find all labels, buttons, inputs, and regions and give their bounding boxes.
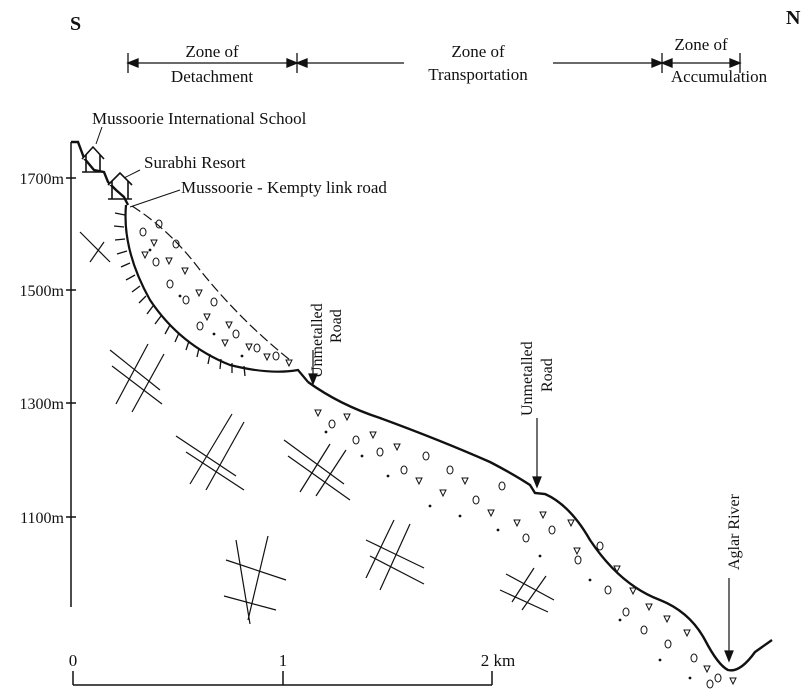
- road2-label-line1: Unmetalled: [519, 341, 536, 416]
- elevation-1500: 1500m: [20, 283, 65, 300]
- scarp-hachures: [113, 212, 246, 377]
- river-pointer-arrow: [724, 578, 734, 663]
- scale-tick-2: 2 km: [481, 651, 515, 670]
- zone-accumulation-line2: Accumulation: [671, 67, 768, 86]
- zone-transportation-line1: Zone of: [451, 42, 505, 61]
- road2-pointer-arrow: [532, 418, 542, 489]
- debris-dots: [148, 248, 692, 680]
- zone-arrows: [126, 53, 742, 73]
- debris-deposit: [139, 219, 737, 689]
- road1-pointer-arrow: [308, 350, 318, 386]
- road1-label-line2: Road: [328, 309, 345, 343]
- scale-bar: [72, 671, 493, 686]
- zone-transportation-line2: Transportation: [428, 65, 528, 84]
- north-label: N: [786, 7, 801, 29]
- bedrock-joints: [79, 231, 555, 625]
- elevation-1300: 1300m: [20, 396, 65, 413]
- elevation-1700: 1700m: [20, 171, 65, 188]
- south-label: S: [70, 13, 81, 35]
- zone-accumulation-line1: Zone of: [674, 35, 728, 54]
- road1-label-line1: Unmetalled: [309, 303, 326, 378]
- scale-tick-1: 1: [279, 651, 288, 670]
- school-label: Mussoorie International School: [92, 109, 307, 128]
- resort-label: Surabhi Resort: [144, 153, 246, 172]
- link-road-label: Mussoorie - Kempty link road: [181, 178, 387, 197]
- road2-label-line2: Road: [539, 358, 556, 392]
- slip-surface: [124, 204, 309, 383]
- ground-profile: [71, 140, 773, 672]
- school-building-icon: [81, 145, 105, 173]
- scale-tick-0: 0: [69, 651, 78, 670]
- leader-lines: [95, 126, 181, 208]
- elevation-1100: 1100m: [20, 510, 64, 527]
- resort-building-icon: [107, 171, 133, 200]
- zone-detachment-line2: Detachment: [171, 67, 253, 86]
- elevation-axis: [66, 142, 76, 607]
- zone-detachment-line1: Zone of: [185, 42, 239, 61]
- slide-mass-top: [131, 205, 291, 361]
- river-label: Aglar River: [726, 493, 743, 570]
